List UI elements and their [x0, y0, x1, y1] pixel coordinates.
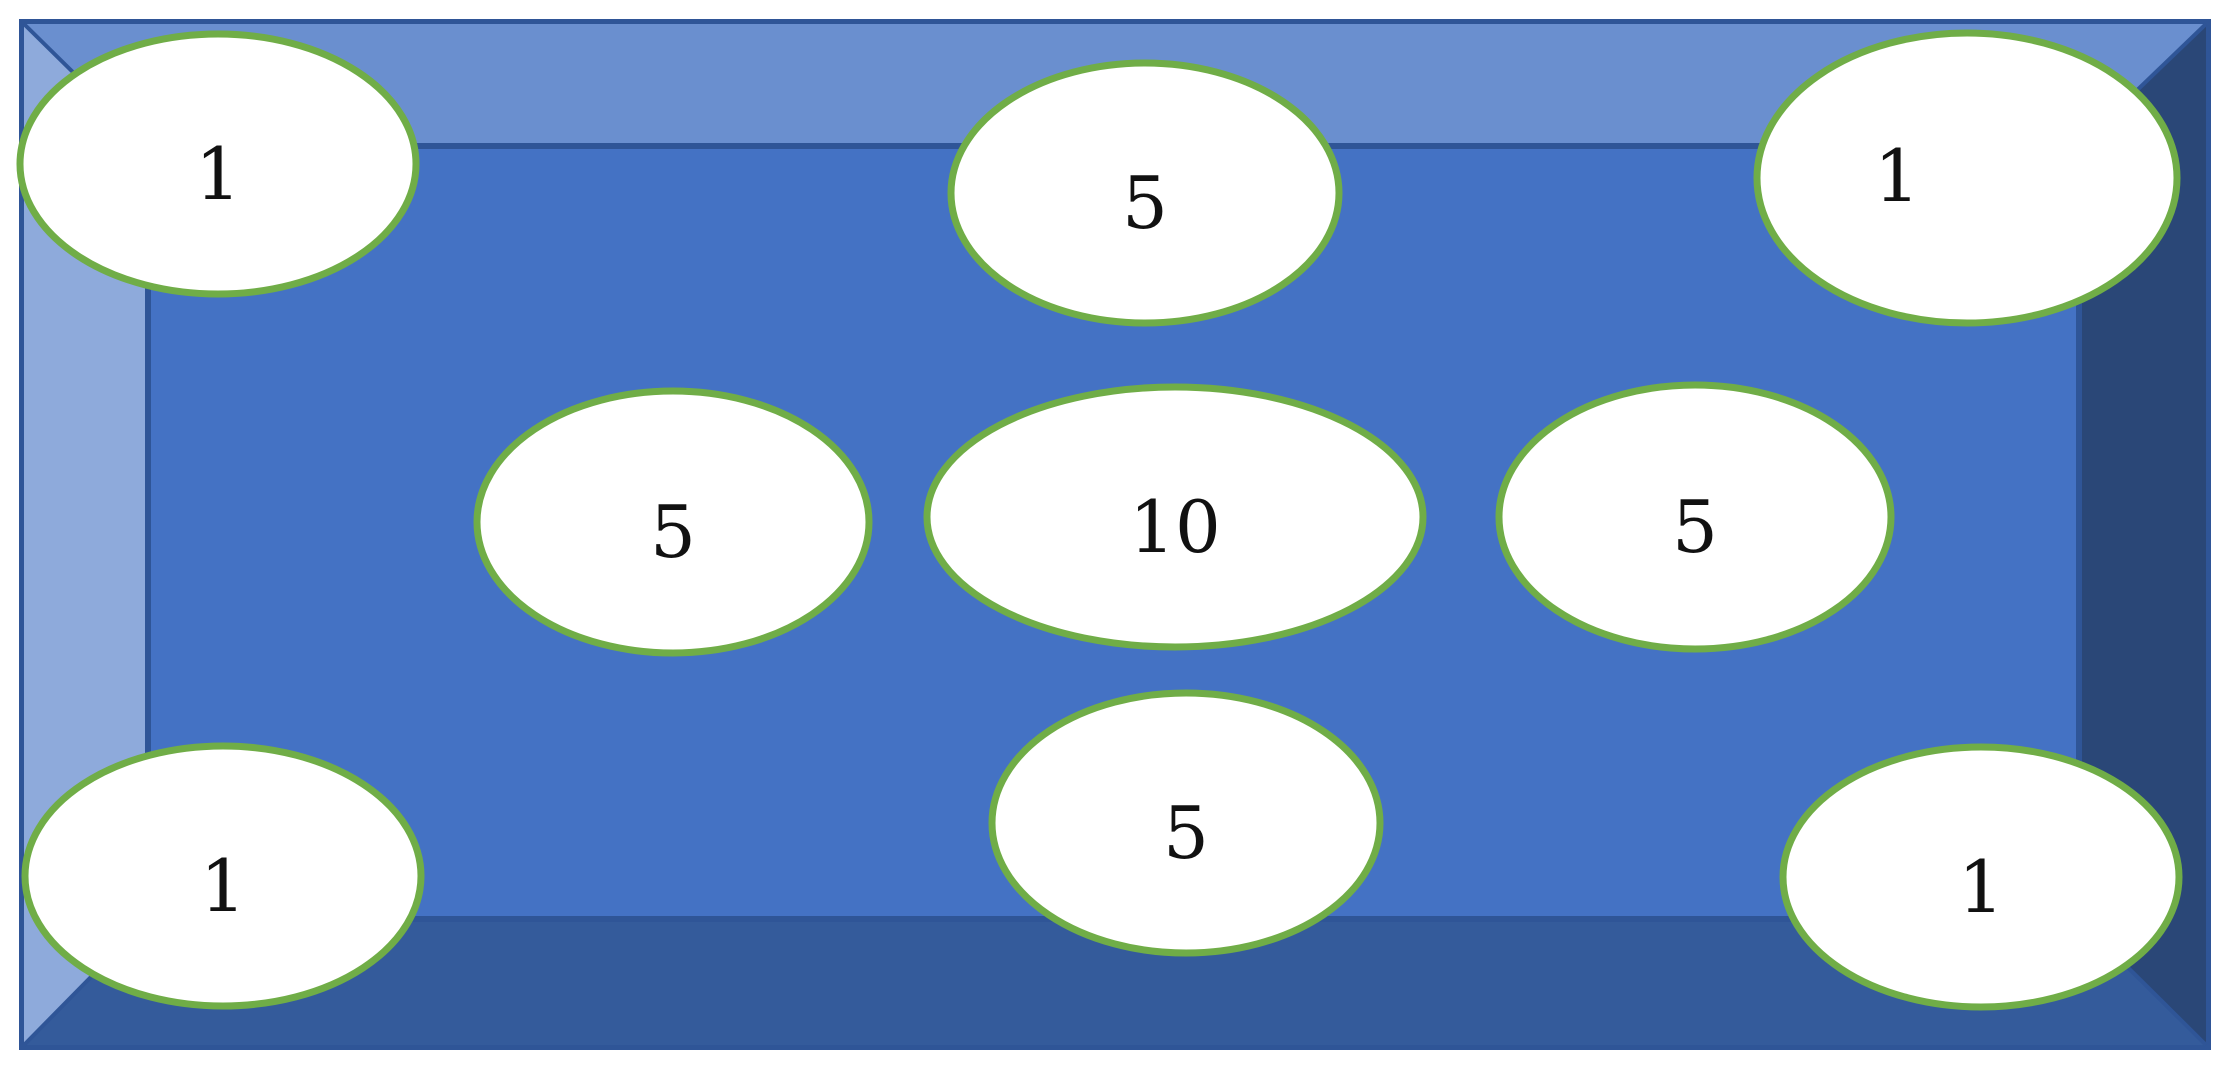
ellipse-label: 10 [1129, 485, 1221, 569]
ellipse-label: 1 [1874, 134, 1920, 218]
bevel-bottom [24, 919, 2206, 1045]
ellipse-label: 1 [200, 844, 246, 928]
ellipse-bottom-left: 1 [21, 742, 425, 1010]
ellipse-label: 5 [1672, 485, 1718, 569]
ellipse-middle-right: 5 [1495, 381, 1895, 653]
ellipse-bottom-center: 5 [988, 689, 1384, 957]
ellipse-top-center: 5 [947, 59, 1343, 327]
ellipse-label: 1 [195, 132, 241, 216]
ellipse-top-right: 1 [1753, 29, 2181, 327]
ellipse-label: 5 [1163, 791, 1209, 875]
ellipse-middle-left: 5 [473, 387, 873, 657]
ellipse-label: 5 [650, 490, 696, 574]
ellipse-top-left: 1 [16, 30, 420, 298]
ellipse-label: 1 [1958, 845, 2004, 929]
ellipse-label: 5 [1122, 161, 1168, 245]
ellipse-center: 10 [923, 383, 1427, 651]
ellipse-bottom-right: 1 [1779, 743, 2183, 1011]
